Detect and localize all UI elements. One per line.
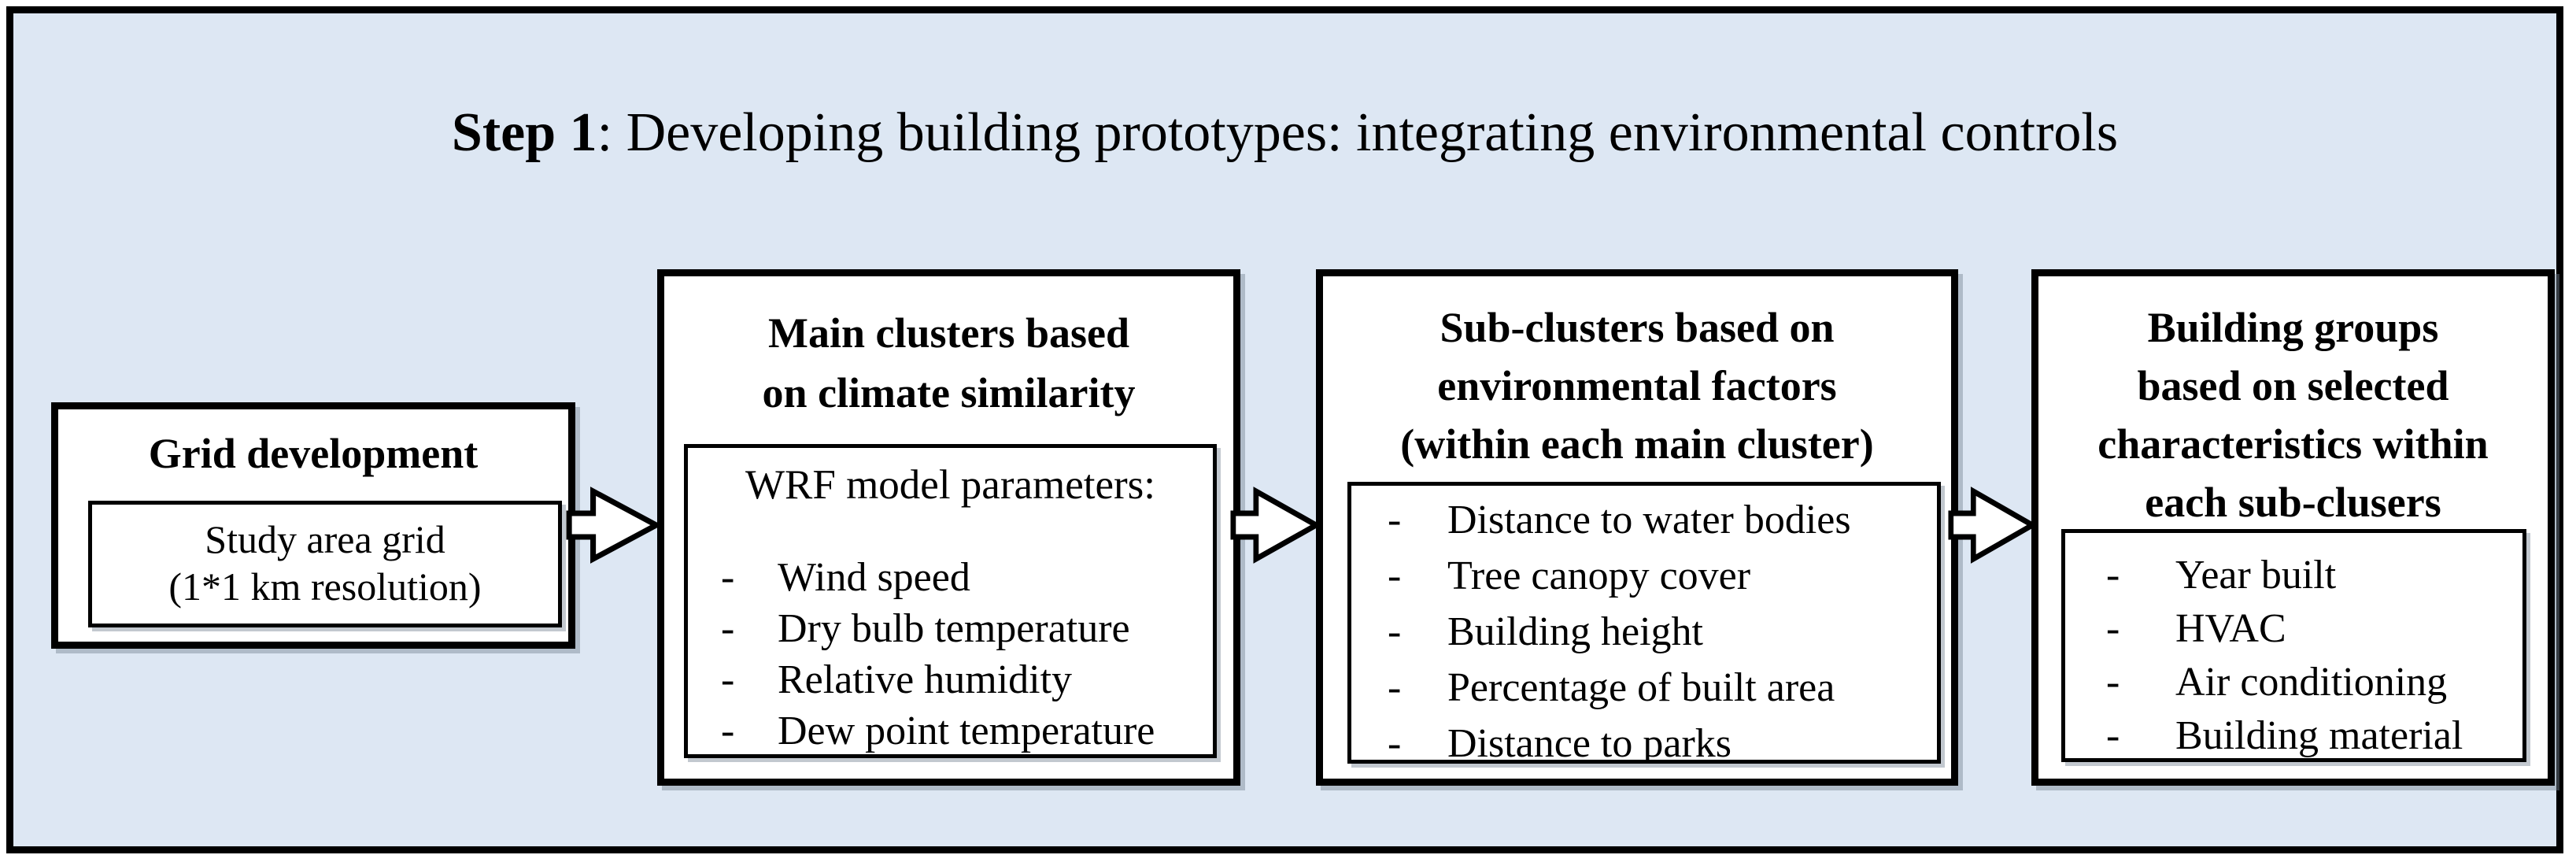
- dash-marker: -: [1388, 609, 1402, 654]
- list-item: - HVAC: [2065, 602, 2522, 656]
- list-item-label: Year built: [2175, 553, 2337, 598]
- step-title-prefix: Step 1: [451, 102, 597, 163]
- list-item: - Dry bulb temperature: [688, 603, 1213, 654]
- list-item-label: Dew point temperature: [778, 709, 1155, 753]
- flow-arrow-icon: [1230, 487, 1321, 564]
- list-item: - Percentage of built area: [1351, 660, 1937, 716]
- list-item: - Wind speed: [688, 552, 1213, 603]
- dash-marker: -: [1388, 665, 1402, 710]
- figure-frame: Step 1: Developing building prototypes: …: [6, 6, 2563, 853]
- list-item: - Year built: [2065, 549, 2522, 602]
- list-item-label: Relative humidity: [778, 657, 1073, 702]
- box-title-line: Sub-clusters based on: [1440, 304, 1835, 351]
- list-item-label: HVAC: [2175, 606, 2286, 651]
- list-item-label: Distance to water bodies: [1447, 498, 1851, 542]
- flow-box-grid-development: Grid development Study area grid (1*1 km…: [51, 402, 575, 649]
- inner-panel-building-characteristics: - Year built - HVAC - Air conditioning -…: [2061, 529, 2526, 762]
- dash-marker: -: [2106, 660, 2120, 705]
- box-title: Grid development: [58, 430, 568, 477]
- inner-text-line: (1*1 km resolution): [168, 564, 482, 609]
- list-item-label: Building height: [1447, 609, 1703, 654]
- flow-box-main-clusters: Main clusters based on climate similarit…: [657, 269, 1240, 786]
- inner-panel-environmental-factors: - Distance to water bodies - Tree canopy…: [1347, 482, 1941, 764]
- list-item: - Dew point temperature: [688, 705, 1213, 754]
- list-item-label: Building material: [2175, 713, 2463, 758]
- step-title-text: : Developing building prototypes: integr…: [597, 102, 2119, 163]
- list-item-label: Air conditioning: [2175, 660, 2448, 705]
- dash-marker: -: [1388, 498, 1402, 542]
- flow-arrow-icon: [1948, 487, 2038, 564]
- list-item-label: Dry bulb temperature: [778, 606, 1130, 651]
- list-item: - Tree canopy cover: [1351, 548, 1937, 604]
- factor-list: - Distance to water bodies - Tree canopy…: [1351, 492, 1937, 764]
- list-item: - Relative humidity: [688, 654, 1213, 705]
- box-title-line: Building groups: [2147, 304, 2439, 351]
- dash-marker: -: [721, 606, 735, 651]
- box-title-line: Grid development: [148, 430, 479, 477]
- flow-arrow-icon: [566, 487, 662, 564]
- list-item: - Building height: [1351, 604, 1937, 660]
- list-item-label: Tree canopy cover: [1447, 553, 1751, 598]
- list-item: - Distance to parks: [1351, 716, 1937, 764]
- list-item-label: Wind speed: [778, 555, 970, 600]
- box-title-line: (within each main cluster): [1400, 420, 1874, 468]
- characteristic-list: - Year built - HVAC - Air conditioning -…: [2065, 549, 2522, 758]
- dash-marker: -: [2106, 606, 2120, 651]
- box-title-line: Main clusters based: [768, 309, 1129, 357]
- list-item-label: Percentage of built area: [1447, 665, 1835, 710]
- box-title: Main clusters based on climate similarit…: [664, 303, 1233, 423]
- list-item-label: Distance to parks: [1447, 721, 1732, 764]
- step-title: Step 1: Developing building prototypes: …: [13, 97, 2556, 169]
- dash-marker: -: [1388, 553, 1402, 598]
- inner-text-line: Study area grid: [205, 517, 445, 561]
- box-title-line: based on selected: [2137, 362, 2449, 409]
- dash-marker: -: [721, 555, 735, 600]
- parameter-list: - Wind speed - Dry bulb temperature - Re…: [688, 552, 1213, 754]
- box-title-line: on climate similarity: [762, 369, 1136, 416]
- box-title: Building groups based on selected charac…: [2038, 298, 2548, 531]
- box-title-line: each sub-clusers: [2145, 479, 2441, 526]
- dash-marker: -: [721, 657, 735, 702]
- list-item: - Air conditioning: [2065, 656, 2522, 709]
- box-title: Sub-clusters based on environmental fact…: [1323, 298, 1951, 473]
- list-item: - Building material: [2065, 709, 2522, 758]
- dash-marker: -: [1388, 721, 1402, 764]
- box-title-line: characteristics within: [2097, 420, 2489, 468]
- inner-panel-wrf-parameters: WRF model parameters: - Wind speed - Dry…: [684, 444, 1217, 758]
- dash-marker: -: [2106, 553, 2120, 598]
- inner-panel-study-area-grid: Study area grid (1*1 km resolution): [88, 501, 562, 627]
- inner-panel-heading: WRF model parameters:: [745, 462, 1156, 508]
- flow-box-sub-clusters: Sub-clusters based on environmental fact…: [1316, 269, 1958, 786]
- dash-marker: -: [2106, 713, 2120, 758]
- flow-box-building-groups: Building groups based on selected charac…: [2031, 269, 2555, 786]
- box-title-line: environmental factors: [1437, 362, 1837, 409]
- dash-marker: -: [721, 709, 735, 753]
- list-item: - Distance to water bodies: [1351, 492, 1937, 548]
